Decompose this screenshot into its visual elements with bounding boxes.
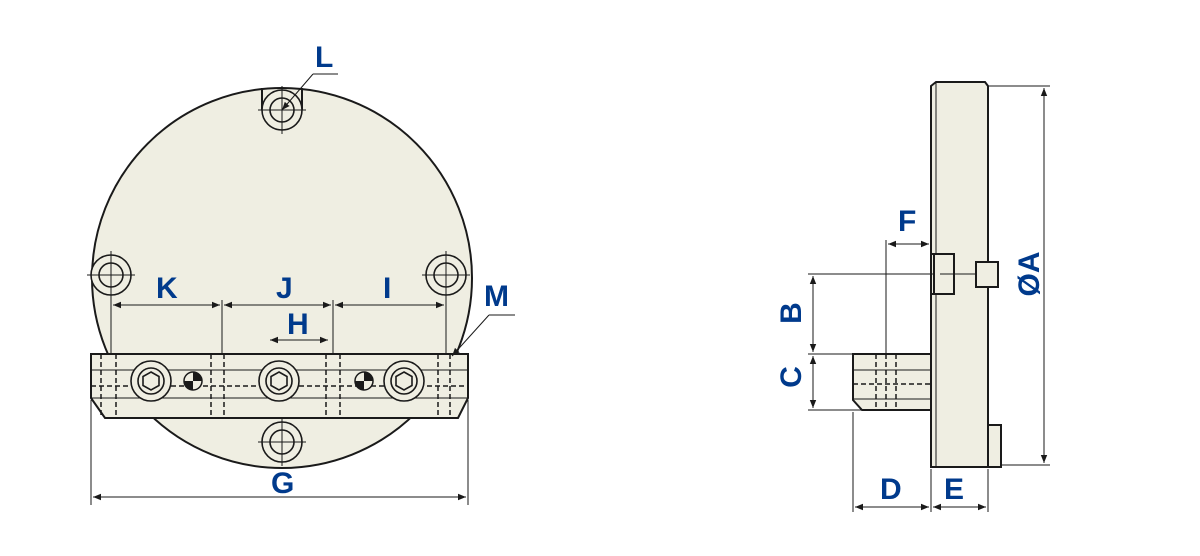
- dimension-DE: [852, 412, 989, 512]
- dimension-A: [988, 85, 1050, 466]
- dimension-KJI: [110, 290, 447, 354]
- dimension-B: [808, 273, 934, 355]
- front-view: L K J I M H G: [87, 41, 515, 505]
- socket-screw-left: [130, 360, 172, 402]
- bottom-mounting-hole: [258, 418, 306, 466]
- label-M: M: [484, 280, 509, 313]
- label-A: ØA: [1013, 252, 1046, 297]
- dimension-L: [281, 73, 338, 111]
- label-B: B: [775, 302, 808, 324]
- side-key-right: [975, 261, 999, 288]
- label-C: C: [775, 366, 808, 388]
- dimension-C: [808, 356, 862, 411]
- dimension-F: [885, 240, 932, 354]
- side-key-lower: [987, 424, 1002, 468]
- side-jaw: [852, 353, 932, 411]
- pin-mark-right: [354, 371, 374, 391]
- label-L: L: [315, 41, 333, 74]
- label-K: K: [156, 272, 178, 305]
- label-F: F: [898, 205, 916, 238]
- label-I: I: [383, 272, 391, 305]
- dimension-G: [90, 400, 469, 505]
- pin-mark-left: [183, 371, 203, 391]
- label-G: G: [271, 467, 294, 500]
- side-view: F B C D E ØA: [775, 81, 1050, 512]
- dimension-M: [451, 314, 515, 357]
- left-mounting-hole: [87, 251, 135, 299]
- label-E: E: [944, 473, 964, 506]
- label-J: J: [276, 272, 293, 305]
- label-D: D: [880, 473, 902, 506]
- socket-screw-center: [258, 360, 300, 402]
- jaw-bar: [90, 353, 469, 419]
- socket-screw-right: [383, 360, 425, 402]
- label-H: H: [287, 308, 309, 341]
